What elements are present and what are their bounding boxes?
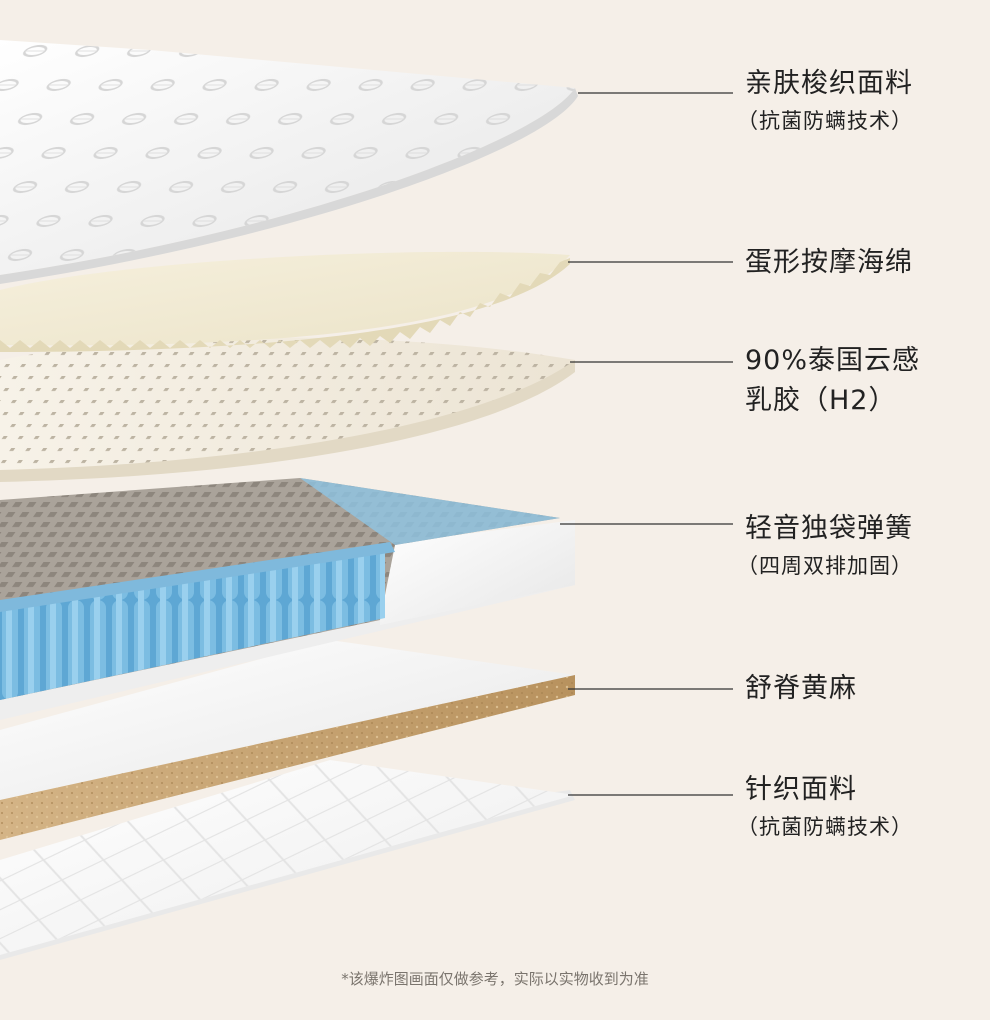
layer-4-name: 轻音独袋弹簧 (745, 513, 913, 544)
layer-1-name: 亲肤梭织面料 (745, 68, 913, 99)
knit-fabric-layer (0, 760, 575, 960)
disclaimer-footnote: *该爆炸图画面仅做参考，实际以实物收到为准 (341, 970, 649, 988)
jute-layer (0, 640, 575, 840)
pocket-spring-layer (0, 478, 575, 720)
layer-3-sub: 乳胶（H2） (745, 385, 897, 416)
layer-4-sub: （四周双排加固） (737, 554, 913, 578)
leader-lines (560, 92, 733, 796)
label-layer-1: 亲肤梭织面料 （抗菌防螨技术） (737, 64, 980, 138)
label-layer-3: 90%泰国云感 乳胶（H2） (745, 341, 980, 421)
latex-layer (0, 337, 575, 482)
layer-6-sub: （抗菌防螨技术） (737, 815, 913, 839)
layer-5-name: 舒脊黄麻 (745, 673, 857, 704)
egg-foam-layer (0, 251, 570, 352)
quilted-top-layer (0, 40, 578, 284)
layer-1-sub: （抗菌防螨技术） (737, 109, 913, 133)
label-layer-5: 舒脊黄麻 (745, 669, 980, 709)
layer-2-name: 蛋形按摩海绵 (745, 247, 913, 278)
layer-3-name: 90%泰国云感 (745, 345, 921, 376)
label-layer-4: 轻音独袋弹簧 （四周双排加固） (737, 509, 980, 583)
label-layer-6: 针织面料 （抗菌防螨技术） (737, 770, 980, 844)
label-layer-2: 蛋形按摩海绵 (745, 243, 980, 283)
layer-6-name: 针织面料 (745, 774, 857, 805)
